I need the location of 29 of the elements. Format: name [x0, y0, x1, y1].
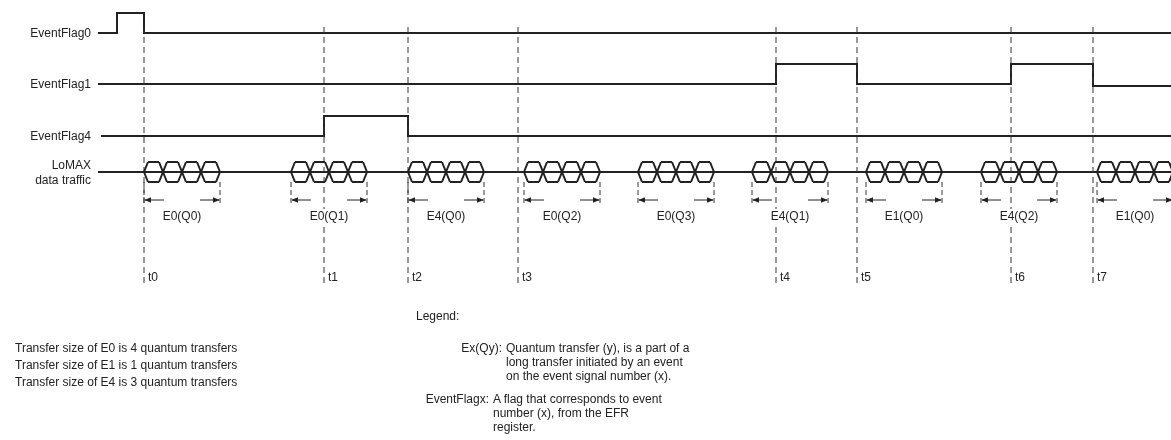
transfer-label: E4(Q1) [768, 209, 812, 223]
signal-label: LoMAX data traffic [34, 158, 91, 188]
legend-term: EventFlagx: [424, 392, 489, 406]
transfer-label: E1(Q0) [882, 209, 926, 223]
signal-label: EventFlag0 [29, 26, 91, 40]
legend-definition: A flag that corresponds to event number (x), from the EFR register. [493, 392, 663, 434]
transfer-label: E4(Q2) [997, 209, 1041, 223]
transfer-label: E0(Q3) [654, 209, 698, 223]
time-label: t7 [1097, 270, 1107, 284]
transfer-label: E0(Q0) [160, 209, 204, 223]
transfer-label: E0(Q2) [540, 209, 584, 223]
legend-definition: Quantum transfer (y), is a part of a long transfer initiated by an event on the event signal number (x). [506, 341, 691, 383]
transfer-label: E4(Q0) [424, 209, 468, 223]
note-text: Transfer size of E1 is 1 quantum transfers [15, 358, 238, 372]
signal-label: EventFlag1 [29, 77, 91, 91]
time-label: t5 [861, 270, 871, 284]
time-label: t0 [148, 270, 158, 284]
time-label: t2 [412, 270, 422, 284]
signal-label: EventFlag4 [29, 129, 91, 143]
time-label: t4 [780, 270, 790, 284]
legend-term: Ex(Qy): [460, 341, 502, 355]
legend-heading: Legend: [416, 309, 460, 323]
transfer-label: E1(Q0) [1113, 209, 1157, 223]
time-label: t6 [1015, 270, 1025, 284]
time-label: t3 [522, 270, 532, 284]
note-text: Transfer size of E4 is 3 quantum transfers [15, 375, 238, 389]
time-label: t1 [328, 270, 338, 284]
transfer-label: E0(Q1) [307, 209, 351, 223]
note-text: Transfer size of E0 is 4 quantum transfers [15, 341, 238, 355]
